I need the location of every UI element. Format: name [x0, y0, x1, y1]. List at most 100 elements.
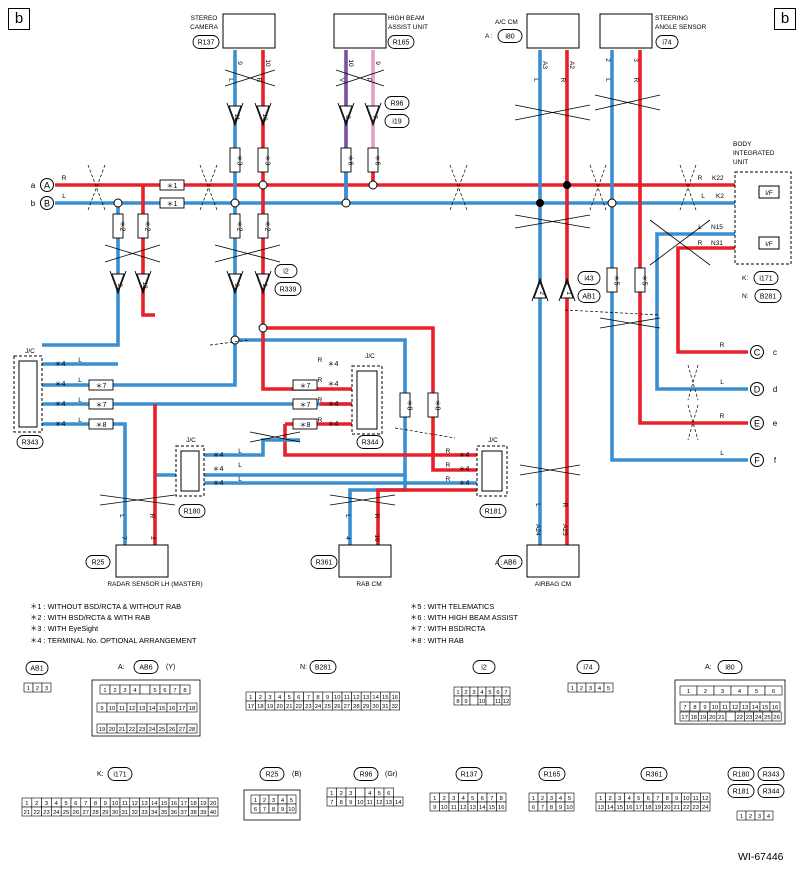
view-i2-cell	[501, 695, 511, 706]
view-ab1-pin: 3	[45, 686, 48, 692]
junction-dot-7	[258, 323, 268, 333]
view-i171-pin: 23	[43, 810, 49, 816]
view-i74-code	[576, 660, 600, 674]
view-r137-pin: 12	[460, 805, 466, 811]
radar-pin-2: 2	[149, 536, 156, 540]
hba-code	[387, 35, 415, 49]
view-r165-pin: 5	[568, 796, 571, 802]
view-r165-pin: 1	[532, 796, 535, 802]
view-r361-code-text: R361	[646, 772, 663, 779]
document-id: WI-67446	[738, 851, 784, 863]
conn-r339-1-outer	[254, 270, 272, 295]
view-i171-pin: 8	[94, 801, 97, 807]
view-i80-row2-pin: 7	[683, 705, 686, 711]
mark-r344-row3-text: ＊7	[300, 402, 311, 409]
jc-r181-mark-0: ＊4	[459, 452, 470, 459]
view-ab1-code	[25, 661, 49, 675]
view-r137-pin: 7	[490, 796, 493, 802]
view-i171-pin: 4	[55, 801, 59, 807]
view-r96-pin: 9	[349, 800, 352, 806]
view-i171-pin: 13	[141, 801, 147, 807]
radar-box	[115, 544, 169, 578]
mark-hba-r	[367, 147, 379, 173]
biu-n31-wire	[676, 246, 748, 354]
view-ab6-row1-cell	[139, 684, 151, 695]
mark-stereo-r-text: ＊3	[264, 155, 271, 166]
view-r96-pin: 11	[367, 800, 373, 806]
conn-i43-code-text: i43	[584, 276, 593, 283]
mark-stereo-l-text: ＊3	[236, 155, 243, 166]
view-i171-pin: 27	[82, 810, 88, 816]
view-i80-row3-pin: 19	[700, 715, 706, 721]
view-ab1-pin: 2	[36, 686, 39, 692]
view-r361-pin: 24	[702, 805, 709, 811]
jc-r343-wire-1: L	[78, 377, 82, 384]
view-jc-code-r343	[757, 767, 785, 781]
view-i171-pin: 3	[45, 801, 48, 807]
jc-r343-wire-2: L	[78, 397, 82, 404]
conn-i43-2-outer	[531, 277, 549, 302]
view-i2-pin: 1	[456, 690, 459, 696]
view-i171-pin: 19	[200, 801, 206, 807]
output-wire-c: R	[720, 342, 725, 349]
view-ab6-row3-pin: 22	[129, 727, 135, 733]
conn-i43-1	[560, 280, 574, 299]
hba-pin-9: 9	[374, 61, 381, 65]
conn-r96-11-pin: 11	[233, 114, 240, 121]
view-ab6-row1-pin: 8	[183, 688, 186, 694]
view-ab6-row3-pin: 20	[109, 727, 115, 733]
view-ab6-row3-pin: 28	[189, 727, 195, 733]
view-r25-pin: 2	[263, 798, 266, 804]
biu-pin-k2: K2	[716, 193, 724, 200]
view-i80-row2-pin: 13	[742, 705, 748, 711]
biu-wire-n31-label: R	[698, 240, 703, 247]
radar-title: RADAR SENSOR LH (MASTER)	[107, 581, 202, 588]
mark-hba-r-text: ＊6	[374, 155, 381, 166]
view-r165-pin: 6	[532, 805, 535, 811]
twist-sas-2	[594, 94, 661, 111]
view-ab6-row2-pin: 14	[149, 706, 156, 712]
view-jc-code-r181-text: R181	[733, 789, 750, 796]
mark-rab-l	[399, 392, 411, 418]
mark-r344-row2	[292, 379, 318, 391]
view-r96-code-text: R96	[360, 772, 373, 779]
view-i80-row2-pin: 15	[762, 705, 768, 711]
airbag-cm-pin-a24: A24	[534, 524, 541, 536]
view-b281-code	[309, 660, 337, 674]
mark-sas-r	[634, 267, 646, 293]
view-i171-pin: 35	[161, 810, 167, 816]
mark-center-r	[257, 213, 269, 239]
view-i74-cell	[603, 682, 614, 693]
view-r361-pin: 3	[618, 796, 621, 802]
view-i171-pin: 20	[210, 801, 216, 807]
view-i2-pin: 2	[464, 690, 467, 696]
conn-i19-8-outer	[337, 102, 355, 127]
twist-mid-l2	[104, 244, 161, 263]
view-ab6-code	[133, 660, 159, 674]
jc-r181-wire-1: R	[446, 462, 451, 469]
view-b281-pin: 8	[316, 695, 319, 701]
view-i171-pin: 21	[24, 810, 30, 816]
view-r137-pin: 4	[462, 796, 466, 802]
jc-r344-mark-3: ＊4	[328, 421, 339, 428]
rab-cm-wire-label-r: R	[373, 514, 380, 519]
biu-wire-n15-label: L	[698, 224, 702, 231]
view-r361-pin: 21	[674, 805, 680, 811]
mark-r344-row4-text: ＊8	[300, 422, 311, 429]
jc-r343-code	[16, 435, 44, 449]
view-r361-cell	[700, 801, 711, 812]
jc-r180-mark-2: ＊4	[213, 480, 224, 487]
twist-b2	[199, 164, 218, 211]
conn-r96-code-text: R96	[391, 101, 404, 108]
view-i2-pin: 9	[464, 699, 467, 705]
view-i2-code-text: i2	[481, 665, 487, 672]
view-r25-cell	[286, 803, 297, 814]
stereo-camera-title-1: STEREO	[191, 15, 218, 22]
view-r361-pin: 7	[656, 796, 659, 802]
twist-airbag-2	[514, 214, 591, 229]
view-r137-pin: 2	[443, 796, 446, 802]
view-i80-row1-pin: 1	[687, 689, 690, 695]
